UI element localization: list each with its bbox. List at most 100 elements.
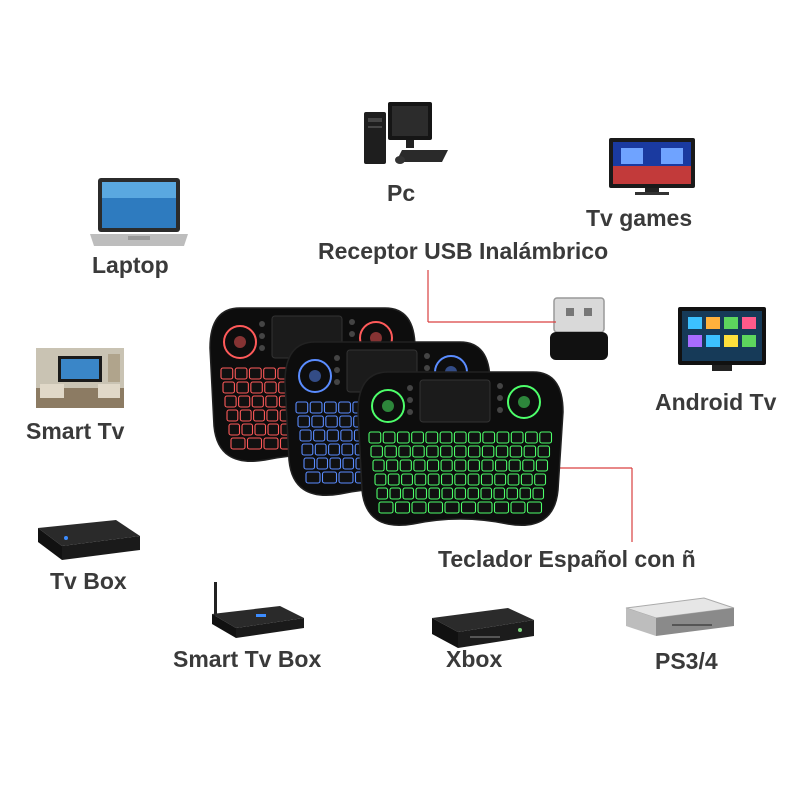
key xyxy=(426,459,440,472)
key xyxy=(427,501,444,514)
key xyxy=(495,445,509,458)
key xyxy=(440,445,453,458)
key xyxy=(342,457,355,470)
dpad-right-center xyxy=(370,332,382,344)
dpad-right xyxy=(507,385,541,419)
key xyxy=(425,431,439,444)
key xyxy=(467,459,480,472)
key xyxy=(389,487,402,500)
key xyxy=(266,409,279,422)
key xyxy=(480,473,493,486)
side-button xyxy=(334,367,340,373)
key xyxy=(481,459,494,472)
key xyxy=(396,431,410,444)
key xyxy=(401,473,413,486)
key xyxy=(454,459,467,472)
key xyxy=(384,445,397,458)
dpad-left xyxy=(223,325,257,359)
key xyxy=(316,457,329,470)
tv-games-icon xyxy=(607,136,697,196)
key xyxy=(329,457,342,470)
key xyxy=(341,443,354,456)
key xyxy=(220,367,234,380)
key xyxy=(267,423,280,436)
key xyxy=(222,381,235,394)
key xyxy=(467,445,481,458)
label-tv-games: Tv games xyxy=(586,205,693,231)
laptop-icon xyxy=(88,176,190,248)
key xyxy=(313,429,326,442)
side-button xyxy=(259,345,265,351)
keyboard-green-backlit xyxy=(357,371,564,526)
key xyxy=(460,501,477,514)
key xyxy=(444,501,460,514)
side-button xyxy=(424,365,430,371)
key xyxy=(494,459,508,472)
key xyxy=(372,459,385,472)
key xyxy=(507,473,520,486)
desktop-pc-icon xyxy=(362,98,452,170)
key xyxy=(415,487,428,500)
android-tv-icon xyxy=(676,305,768,377)
key xyxy=(496,431,510,444)
label-receiver: Receptor USB Inalámbrico xyxy=(318,238,609,264)
key xyxy=(238,395,251,408)
label-pc: Pc xyxy=(387,180,416,206)
key xyxy=(453,445,467,458)
key xyxy=(340,429,353,442)
ps-console-icon xyxy=(622,596,738,646)
key xyxy=(454,473,467,486)
key xyxy=(440,473,453,486)
label-tv-box: Tv Box xyxy=(50,568,127,594)
key xyxy=(314,443,327,456)
side-button xyxy=(407,397,413,403)
key xyxy=(494,473,507,486)
label-smart-tv-box: Smart Tv Box xyxy=(173,646,322,672)
key xyxy=(253,409,265,422)
key xyxy=(305,471,321,484)
key xyxy=(263,437,279,450)
key xyxy=(246,437,263,450)
side-button xyxy=(407,385,413,391)
key xyxy=(398,445,411,458)
key xyxy=(399,459,412,472)
key xyxy=(228,423,241,436)
side-button xyxy=(497,395,503,401)
tv-box-icon xyxy=(36,518,142,564)
key xyxy=(311,415,324,428)
touchpad xyxy=(419,379,491,423)
key xyxy=(510,501,526,514)
key xyxy=(477,501,493,514)
key xyxy=(325,415,338,428)
label-keyboard-layout: Teclador Español con ñ xyxy=(438,546,696,572)
key xyxy=(454,487,467,500)
dpad-right-center xyxy=(518,396,530,408)
key xyxy=(524,431,538,444)
key xyxy=(394,501,411,514)
xbox-icon xyxy=(430,606,536,652)
key xyxy=(378,501,394,514)
key xyxy=(254,423,267,436)
key xyxy=(264,381,277,394)
key xyxy=(339,415,352,428)
key xyxy=(427,473,440,486)
key xyxy=(326,429,339,442)
dpad-left xyxy=(371,389,405,423)
key xyxy=(309,401,323,414)
key xyxy=(510,431,524,444)
key xyxy=(328,443,340,456)
key xyxy=(295,401,309,414)
dpad-left xyxy=(298,359,332,393)
side-button xyxy=(334,379,340,385)
key xyxy=(526,501,543,514)
key xyxy=(520,473,533,486)
key xyxy=(519,487,532,500)
key xyxy=(493,501,510,514)
key xyxy=(263,367,276,380)
key xyxy=(440,459,453,472)
smart-tv-room-icon xyxy=(36,348,124,408)
key xyxy=(482,431,496,444)
key xyxy=(387,473,400,486)
key xyxy=(523,445,537,458)
key xyxy=(441,487,454,500)
